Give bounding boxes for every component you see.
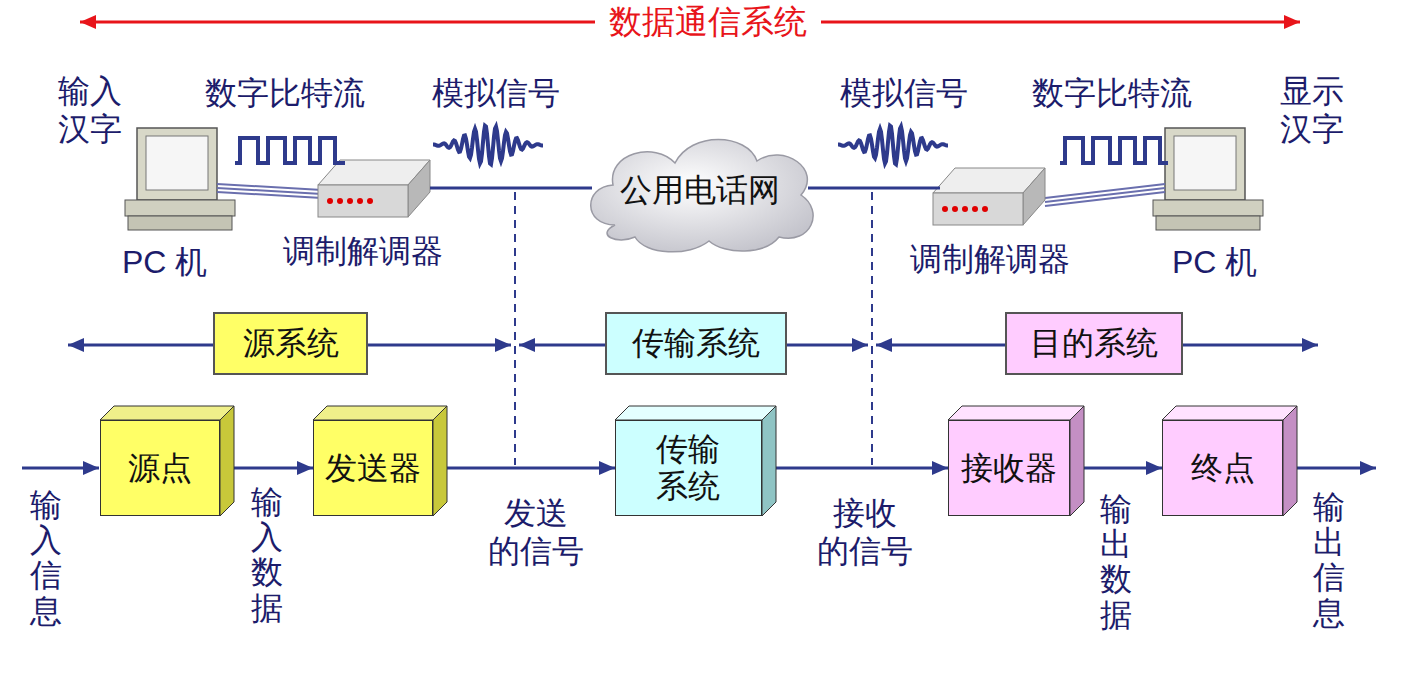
modem-icon — [933, 168, 1045, 225]
output-arrow — [1285, 467, 1376, 470]
square-wave — [1060, 138, 1168, 163]
cable-wire — [1045, 192, 1165, 206]
diagram-label: 调制解调器 — [910, 240, 1070, 278]
node-label: 接收器 — [961, 450, 1057, 487]
analog-wave — [838, 126, 948, 165]
box-side-face — [1070, 406, 1084, 516]
led — [347, 198, 353, 204]
led — [357, 198, 363, 204]
pc-icon — [125, 128, 235, 230]
diagram-label: 显示 汉字 — [1280, 72, 1350, 149]
diagram-label: 调制解调器 — [283, 232, 443, 270]
block-box: 传输 系统 — [615, 420, 762, 516]
led — [327, 198, 333, 204]
screen — [146, 136, 208, 190]
edge-label: 发送 的信号 — [485, 494, 587, 571]
keyboard — [128, 216, 232, 230]
boundary-line — [514, 192, 516, 465]
screen — [1174, 136, 1236, 190]
led — [367, 198, 373, 204]
diagram-label: 输出信息 — [1313, 490, 1345, 631]
pc-case — [125, 200, 235, 216]
node-label: 发送器 — [325, 450, 421, 487]
block-box: 接收器 — [948, 420, 1070, 516]
led — [982, 206, 988, 212]
modem-front — [318, 185, 408, 217]
system-band: 源系统 — [213, 312, 368, 375]
title-row: 数据通信系统 — [0, 2, 1415, 42]
pc-icon — [1153, 128, 1263, 230]
led — [972, 206, 978, 212]
box-top-face — [1162, 406, 1297, 420]
signal-arrow — [762, 467, 948, 470]
node-label: 源系统 — [243, 325, 339, 362]
edge-label: 输出数据 — [1100, 492, 1132, 633]
monitor — [137, 128, 217, 200]
box-top-face — [100, 406, 234, 420]
diagram-title: 数据通信系统 — [595, 2, 821, 42]
diagram-label: 模拟信号 — [840, 74, 968, 112]
block-box: 源点 — [100, 420, 220, 516]
input-arrow — [22, 467, 99, 470]
boundary-line — [871, 192, 873, 465]
modem-front — [933, 193, 1023, 225]
modem-side — [1023, 168, 1045, 225]
signal-arrow — [433, 467, 615, 470]
node-label: 传输 系统 — [653, 431, 723, 505]
cloud-outline — [591, 140, 813, 252]
node-label: 目的系统 — [1030, 325, 1158, 362]
box-side-face — [762, 406, 776, 516]
node-label: 公用电话网 — [620, 172, 780, 209]
pc-case — [1153, 200, 1263, 216]
box-top-face — [313, 406, 447, 420]
modem-leds — [327, 198, 373, 204]
box-side-face — [433, 406, 447, 516]
diagram-label: PC 机 — [1172, 243, 1257, 281]
edge-label: 接收 的信号 — [814, 494, 916, 571]
node-label: 传输系统 — [632, 325, 760, 362]
phone-line — [808, 187, 940, 190]
keyboard — [1156, 216, 1260, 230]
node-label: 源点 — [128, 450, 192, 487]
monitor — [1165, 128, 1245, 200]
led — [962, 206, 968, 212]
block-box: 发送器 — [313, 420, 433, 516]
node-label: 终点 — [1191, 450, 1255, 487]
system-band: 传输系统 — [605, 312, 787, 375]
led — [337, 198, 343, 204]
modem-icon — [318, 160, 430, 217]
diagram-label: 数字比特流 — [205, 74, 365, 112]
diagram-label: 输入 汉字 — [58, 72, 128, 149]
diagram-label: 模拟信号 — [432, 74, 560, 112]
box-side-face — [220, 406, 234, 516]
led — [942, 206, 948, 212]
box-top-face — [615, 406, 776, 420]
box-side-face — [1283, 406, 1297, 516]
modem-side — [408, 160, 430, 217]
diagram-label: 输入信息 — [30, 488, 62, 629]
box-top-face — [948, 406, 1084, 420]
phone-network-cloud: 公用电话网 — [575, 125, 825, 255]
phone-line — [430, 187, 592, 190]
block-box: 终点 — [1162, 420, 1283, 516]
square-wave — [235, 138, 345, 163]
diagram-label: 数字比特流 — [1032, 74, 1192, 112]
led — [952, 206, 958, 212]
system-band: 目的系统 — [1005, 312, 1183, 375]
modem-leds — [942, 206, 988, 212]
analog-wave — [433, 126, 543, 165]
cable-wire — [217, 192, 322, 198]
edge-label: 输入数据 — [251, 485, 283, 626]
diagram-label: PC 机 — [122, 243, 207, 281]
